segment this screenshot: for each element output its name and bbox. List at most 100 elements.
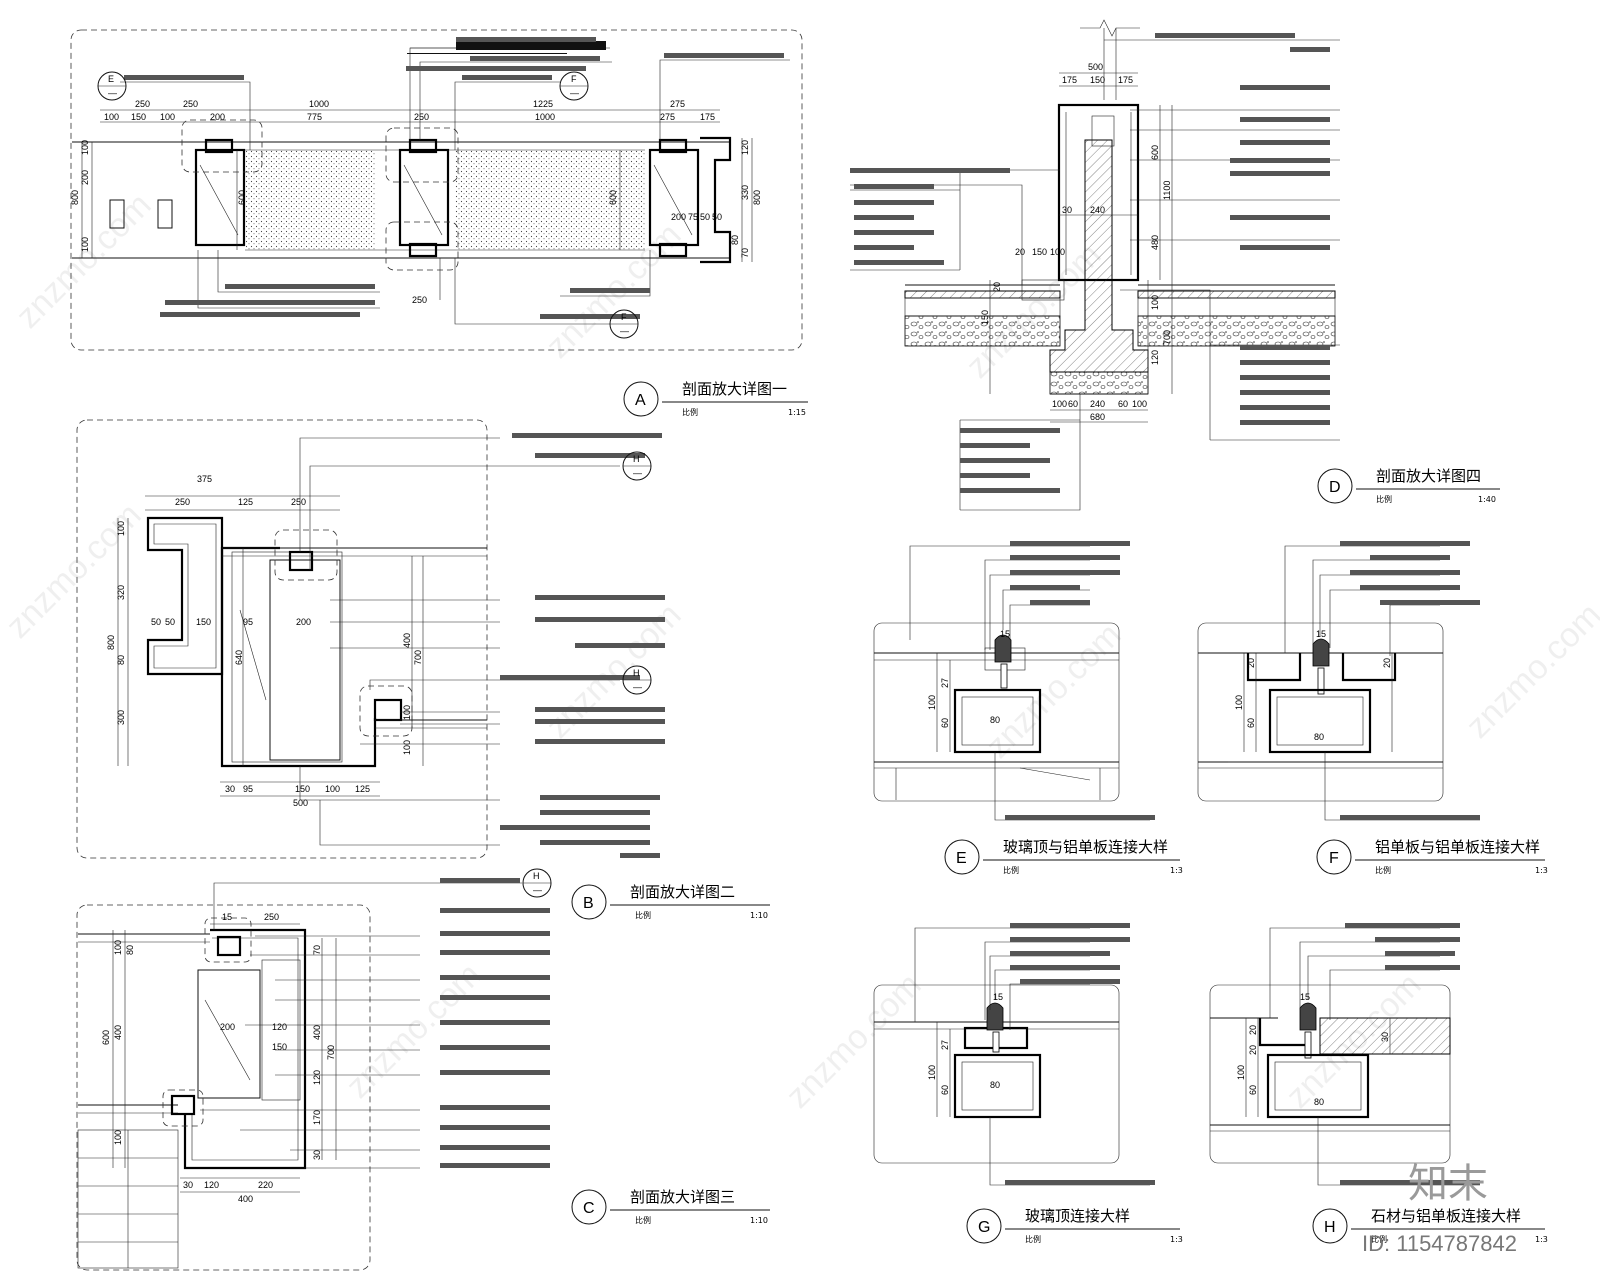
dim-text: 775 (307, 112, 322, 122)
dim-text: 100 (1234, 695, 1244, 710)
detail-title: 玻璃顶与铝单板连接大样 (1003, 838, 1168, 856)
ref-letter: F (571, 74, 577, 84)
dim-text: 800 (106, 635, 116, 650)
detail-title: 玻璃顶连接大样 (1025, 1207, 1130, 1225)
dim-text: 250 (135, 99, 150, 109)
dim-text: 600 (237, 190, 247, 205)
title-badge (1316, 839, 1352, 875)
dim-text: 200 (210, 112, 225, 122)
ref-dash: — (533, 885, 542, 895)
title-badge-letter: C (583, 1200, 595, 1217)
dim-text: 100 (1050, 247, 1065, 257)
dim-text: 150 (272, 1042, 287, 1052)
dim-text: 1225 (533, 99, 553, 109)
dim-text: 80 (125, 945, 135, 955)
dim-text: 800 (70, 190, 80, 205)
steel-tube (269, 559, 341, 761)
ref-letter: H (633, 668, 640, 678)
dim-text: 600 (101, 1030, 111, 1045)
dim-text: 150 (295, 784, 310, 794)
scale-label: 比例 (635, 910, 651, 920)
detail-g-frame (873, 984, 1120, 1164)
dim-text: 100 (927, 695, 937, 710)
title-badge (966, 1208, 1002, 1244)
dim-text: 50 (151, 617, 161, 627)
dim-text: 100 (402, 740, 412, 755)
watermark-text: znzmo.com (9, 186, 159, 336)
dim-text: 27 (940, 1040, 950, 1050)
dim-text: 680 (1090, 412, 1105, 422)
dim-text: 800 (752, 190, 762, 205)
dim-text: 400 (402, 633, 412, 648)
title-badge-letter: B (583, 895, 594, 912)
detail-title: 铝单板与铝单板连接大样 (1375, 838, 1540, 856)
image-id-label: ID: 1154787842 (1362, 1231, 1517, 1256)
dim-text: 275 (660, 112, 675, 122)
dim-text: 60 (1246, 718, 1256, 728)
title-badge (571, 1189, 607, 1225)
dim-text: 15 (1316, 629, 1326, 639)
dim-text: 1100 (1162, 181, 1172, 200)
detail-c: 15 250 100 80 600 400 100 70 700 400 120… (76, 868, 770, 1271)
ref-dash: — (620, 326, 629, 336)
steel-post (194, 148, 246, 247)
steel-tube (953, 1053, 1042, 1119)
dim-text: 70 (312, 945, 322, 955)
dim-text: 120 (204, 1180, 219, 1190)
ref-dash: — (108, 88, 117, 98)
dim-text: 700 (326, 1045, 336, 1060)
dim-text: 95 (243, 617, 253, 627)
dim-text: 60 (940, 718, 950, 728)
detail-title: 石材与铝单板连接大样 (1371, 1207, 1521, 1225)
steel-tube (197, 969, 261, 1099)
scale-value: 1:3 (1170, 1235, 1183, 1244)
glass-infill (455, 150, 645, 250)
dim-text: 20 (1248, 1045, 1258, 1055)
dim-text: 500 (293, 798, 308, 808)
title-badge-letter: G (978, 1219, 990, 1236)
detail-h: 15 20 20 30 100 60 80 H 石材与铝单板连接大样 比例 1:… (1209, 923, 1548, 1244)
glass-infill (245, 150, 375, 250)
dim-text: 30 (183, 1180, 193, 1190)
scale-label: 比例 (682, 407, 698, 417)
dim-text: 20 (1248, 1025, 1258, 1035)
dim-text: 70 (740, 248, 750, 258)
detail-title: 剖面放大详图二 (630, 883, 735, 901)
detail-title: 剖面放大详图一 (682, 380, 787, 398)
detail-title: 剖面放大详图三 (630, 1188, 735, 1206)
title-badge-letter: D (1329, 479, 1341, 496)
dim-text: 75 (688, 212, 698, 222)
detail-c-frame (76, 904, 371, 1271)
footing-gravel (1049, 371, 1149, 395)
watermark-text: znzmo.com (0, 496, 149, 646)
dim-text: 375 (197, 474, 212, 484)
dim-text: 80 (1314, 732, 1324, 742)
dim-text: 250 (412, 295, 427, 305)
title-badge (944, 839, 980, 875)
scale-label: 比例 (1371, 1234, 1387, 1244)
dim-text: 60 (1248, 1085, 1258, 1095)
steel-post (398, 148, 450, 247)
dim-text: 250 (264, 912, 279, 922)
dim-text: 200 (220, 1022, 235, 1032)
dim-text: 600 (1150, 145, 1160, 160)
dim-text: 15 (1000, 629, 1010, 639)
dim-text: 600 (608, 190, 618, 205)
dim-text: 27 (940, 678, 950, 688)
scale-value: 1:10 (750, 1216, 768, 1225)
detail-title: 剖面放大详图四 (1376, 467, 1481, 485)
title-badge (571, 884, 607, 920)
brand-logo: 知末 (1408, 1161, 1488, 1207)
dim-text: 20 (1382, 658, 1392, 668)
detail-e: 15 27 100 60 80 E 玻璃顶与铝单板连接大样 比例 1:3 (873, 541, 1183, 875)
dim-text: 20 (1246, 658, 1256, 668)
detail-a-frame (70, 29, 803, 351)
scale-label: 比例 (1376, 494, 1392, 504)
title-badge (1312, 1208, 1348, 1244)
dim-text: 175 (1118, 75, 1133, 85)
dim-text: 80 (116, 655, 126, 665)
dim-text: 200 (671, 212, 686, 222)
dim-text: 400 (238, 1194, 253, 1204)
aluminium-channel (146, 516, 224, 676)
dim-text: 100 (402, 705, 412, 720)
